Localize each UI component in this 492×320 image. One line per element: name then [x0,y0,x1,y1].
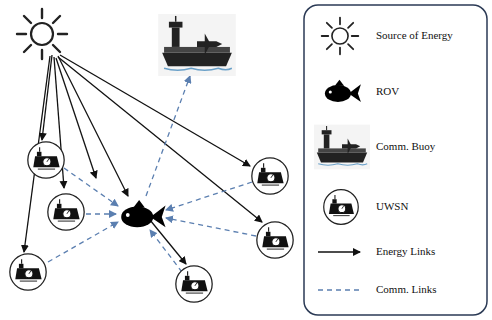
legend-panel [304,5,487,315]
legend-rov-sample [325,80,361,102]
legend-label: Comm. Links [376,283,437,296]
legend-sun-sample [322,18,359,55]
legend-label: Comm. Buoy [376,140,435,153]
legend-label: UWSN [376,200,408,213]
legend-comm-sample [318,289,360,290]
comm-links [48,76,256,272]
legend-label: ROV [376,85,399,98]
legend-label: Energy Links [376,245,435,258]
legend-buoy-sample [314,125,370,170]
uwsn-node [176,266,212,302]
uwsn-node [257,222,293,258]
rov-icon [121,200,165,227]
energy-source-icon [17,9,67,59]
uwsn-node [252,158,288,194]
uwsn-node [10,254,46,290]
legend-label: Source of Energy [376,29,453,42]
uwsn-node [28,142,64,178]
legend-uwsn-sample [324,190,359,225]
legend-energy-sample [318,251,360,252]
uwsn-node [48,194,84,230]
comm-buoy-icon [158,14,236,76]
energy-links [24,55,262,264]
